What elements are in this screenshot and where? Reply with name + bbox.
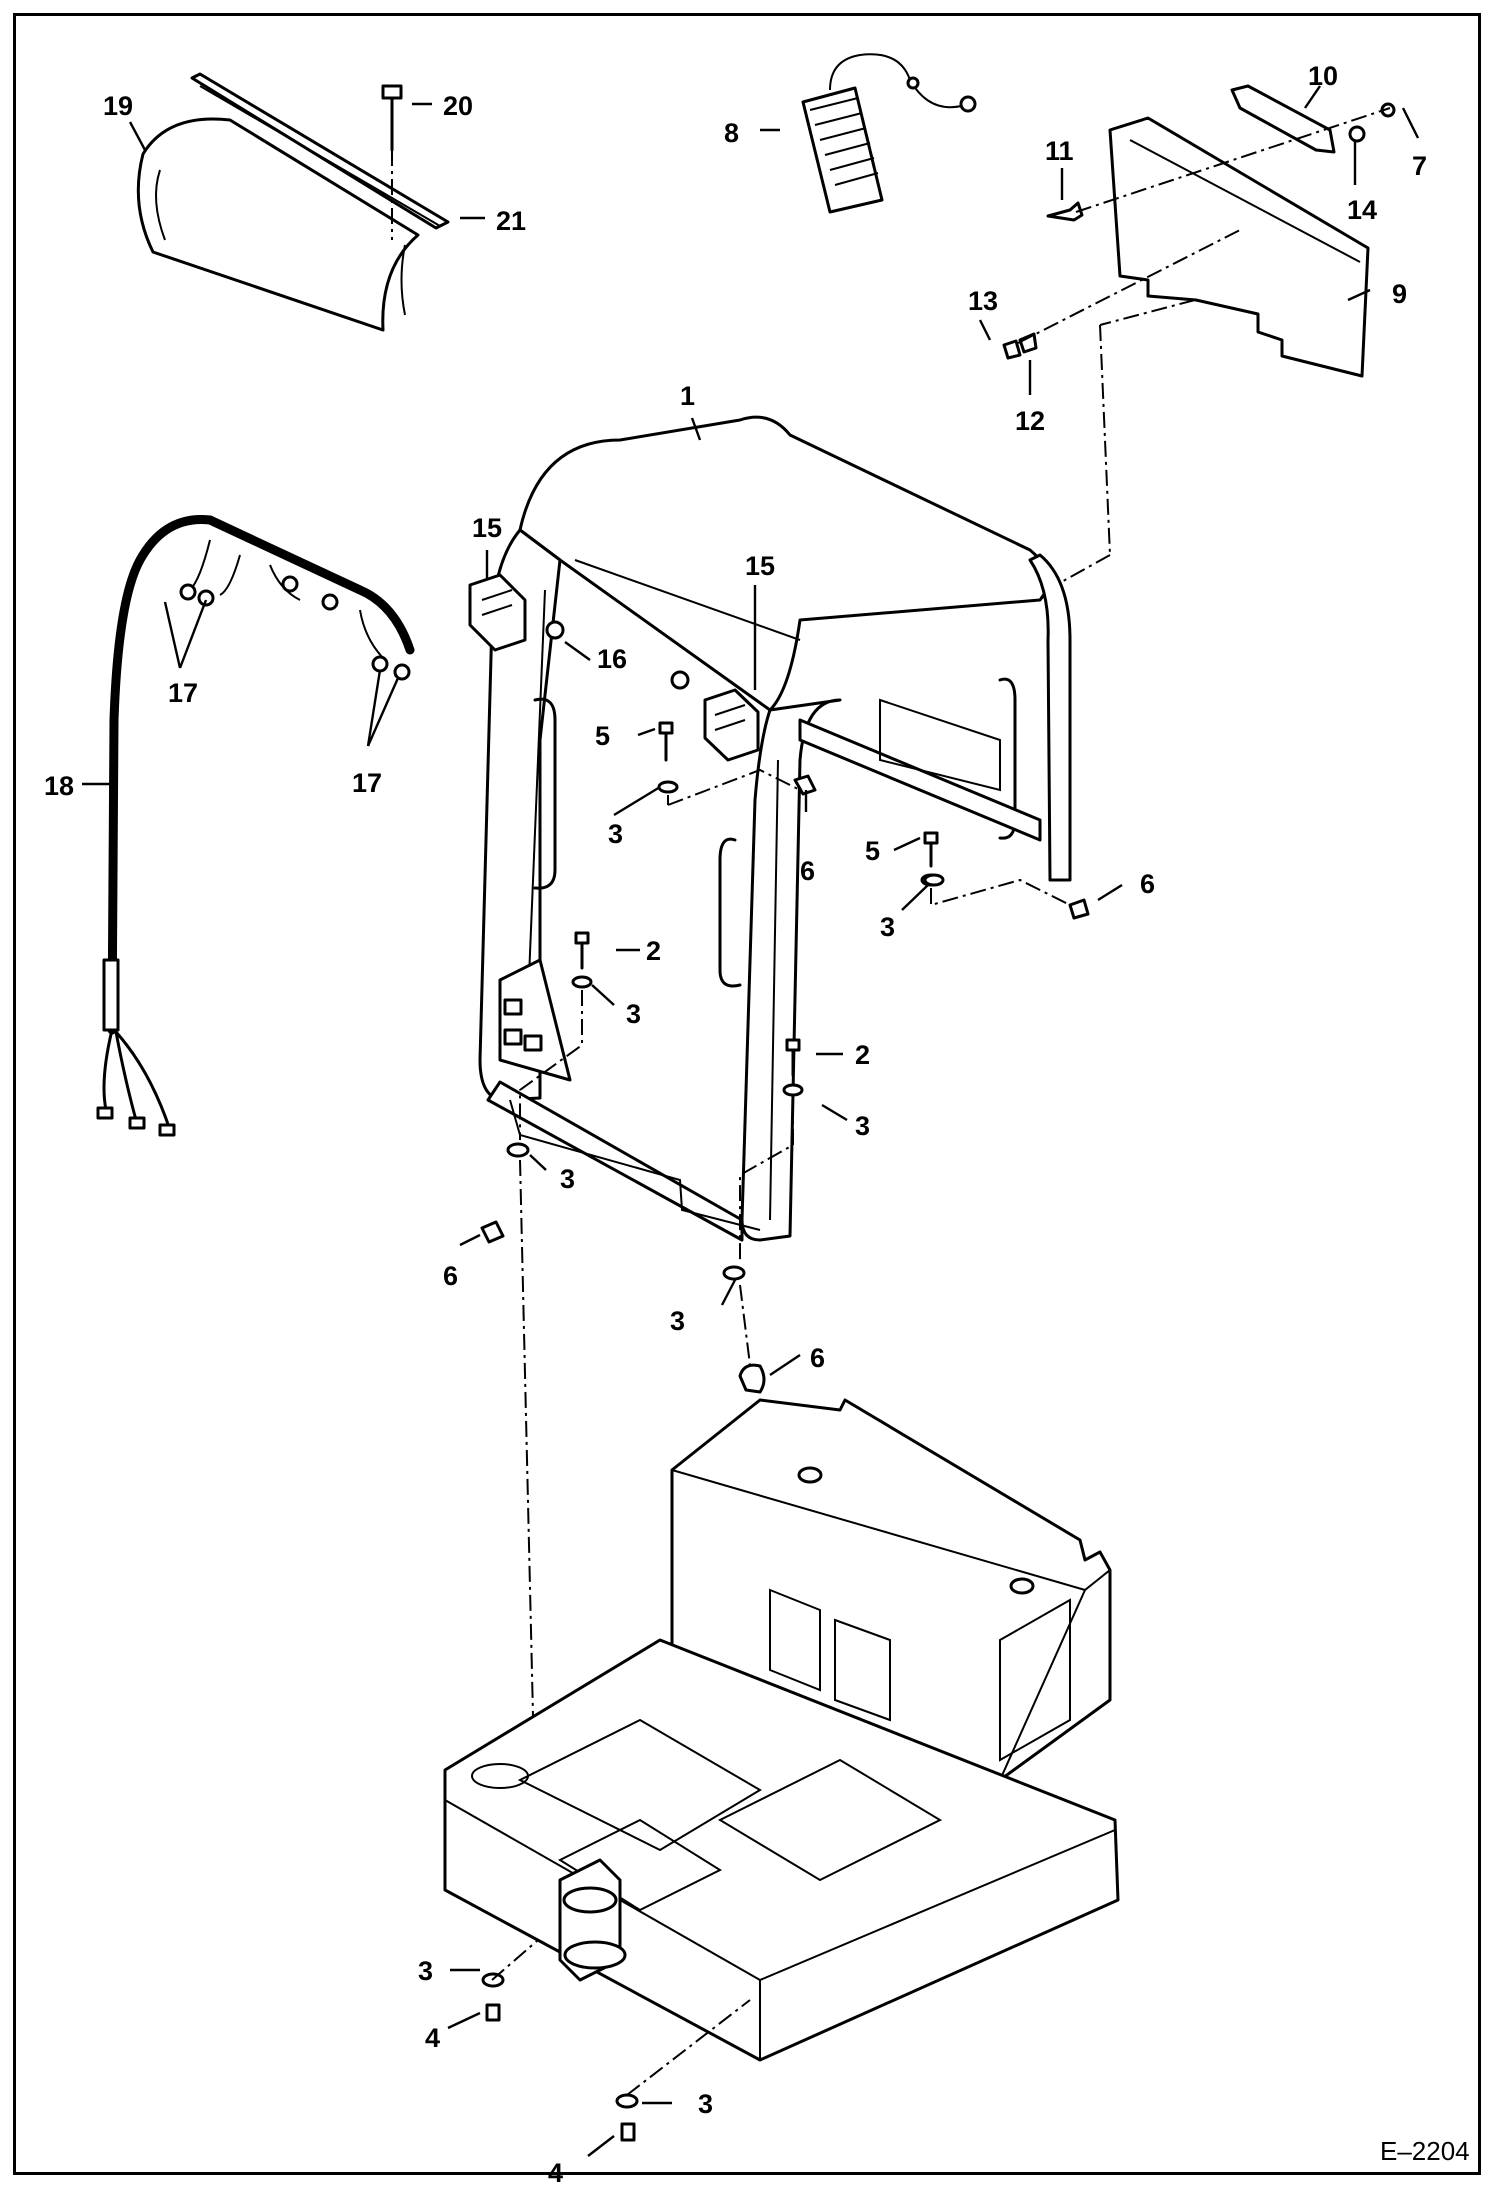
callout-3: 3 <box>560 1164 575 1194</box>
callout-3: 3 <box>698 2089 713 2119</box>
callout-8: 8 <box>724 118 739 148</box>
callout-18: 18 <box>44 771 74 801</box>
trim-strip-part <box>190 72 450 230</box>
callout-5: 5 <box>865 836 880 866</box>
cab-frame-part <box>478 415 1072 1242</box>
callout-6: 6 <box>443 1261 458 1291</box>
callout-3: 3 <box>855 1111 870 1141</box>
callout-3: 3 <box>670 1306 685 1336</box>
work-light-part <box>468 573 760 762</box>
callout-13: 13 <box>968 286 998 316</box>
callout-6: 6 <box>1140 869 1155 899</box>
roof-cover-part <box>136 117 420 332</box>
callout-2: 2 <box>646 936 661 966</box>
callout-21: 21 <box>496 206 526 236</box>
leader-lines <box>82 85 1420 2157</box>
callout-3: 3 <box>608 819 623 849</box>
callout-7: 7 <box>1412 151 1427 181</box>
callout-6: 6 <box>800 856 815 886</box>
bracket-part <box>1230 84 1336 154</box>
callout-10: 10 <box>1308 61 1338 91</box>
upper-structure-part <box>443 1398 1120 2142</box>
callout-20: 20 <box>443 91 473 121</box>
callout-19: 19 <box>103 91 133 121</box>
callout-3: 3 <box>880 912 895 942</box>
rear-panel-part <box>1108 116 1370 378</box>
callout-3: 3 <box>626 999 641 1029</box>
callout-5: 5 <box>595 721 610 751</box>
callout-2: 2 <box>855 1040 870 1070</box>
callout-6: 6 <box>810 1343 825 1373</box>
callout-4-lower: 4 <box>548 2158 563 2188</box>
callout-11: 11 <box>1045 136 1074 166</box>
figure-reference: E–2204 <box>1380 2136 1470 2166</box>
small-hardware <box>1002 102 1396 586</box>
callout-4: 4 <box>425 2023 440 2053</box>
wiring-harness-part <box>96 515 415 1137</box>
callout-1: 1 <box>680 381 695 411</box>
callout-16: 16 <box>597 644 627 674</box>
diagram-frame <box>13 13 1481 2175</box>
callout-labels: 1 2 2 3 3 3 3 3 3 3 3 3 4 4 5 5 6 6 6 6 … <box>44 61 1427 2188</box>
callout-17: 17 <box>168 678 198 708</box>
callout-15: 15 <box>472 513 502 543</box>
screw-part <box>381 84 403 240</box>
callout-12: 12 <box>1015 406 1045 436</box>
callout-15: 15 <box>745 551 775 581</box>
callout-3: 3 <box>418 1956 433 1986</box>
callout-17: 17 <box>352 768 382 798</box>
callout-9: 9 <box>1392 279 1407 309</box>
heater-part <box>801 53 977 214</box>
callout-14: 14 <box>1347 195 1377 225</box>
